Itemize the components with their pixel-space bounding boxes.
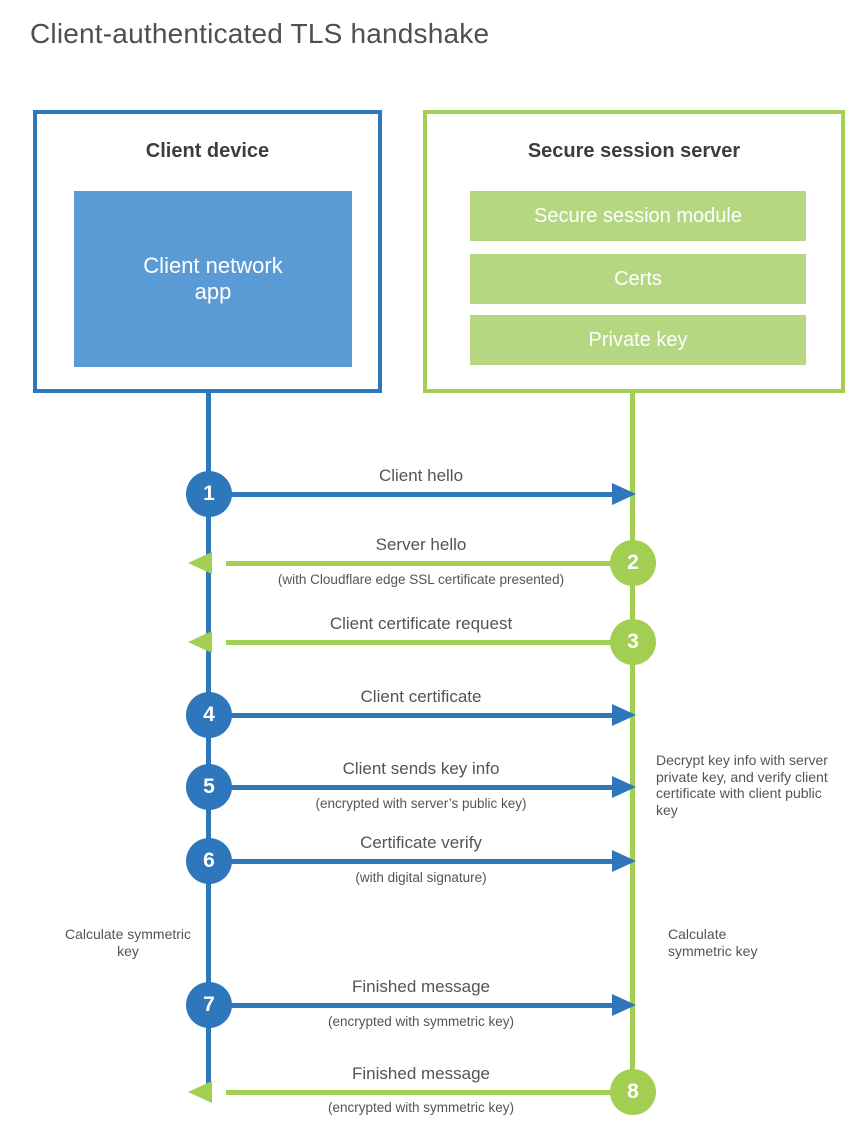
step-3-circle: 3 [610, 619, 656, 665]
client-network-app-label: Client network app [143, 253, 283, 304]
step-5-label: Client sends key info [342, 759, 500, 778]
step-2-sublabel: (with Cloudflare edge SSL certificate pr… [277, 572, 565, 587]
server-title: Secure session server [527, 140, 741, 162]
step-1-label: Client hello [378, 466, 464, 485]
step-8-arrow-line [226, 1090, 633, 1095]
step-8-circle: 8 [610, 1069, 656, 1115]
step-4-label: Client certificate [360, 687, 482, 706]
server-lifeline [630, 393, 635, 1092]
step-2-circle: 2 [610, 540, 656, 586]
client-lifeline [206, 393, 211, 1093]
server-module-certs: Certs [470, 254, 806, 304]
step-6-arrowhead-icon [612, 850, 636, 872]
step-7-sublabel: (encrypted with symmetric key) [327, 1014, 515, 1029]
step-7-arrowhead-icon [612, 994, 636, 1016]
step-5-circle: 5 [186, 764, 232, 810]
step-1-arrowhead-icon [612, 483, 636, 505]
step-3-arrowhead-icon [188, 631, 212, 653]
step-5-arrow-line [209, 785, 616, 790]
server-box: Secure session server Secure session mod… [423, 110, 845, 393]
step-1-circle: 1 [186, 471, 232, 517]
step-6-arrow-line [209, 859, 616, 864]
step-8-label: Finished message [352, 1064, 490, 1083]
step-7-circle: 7 [186, 982, 232, 1028]
step-6-sublabel: (with digital signature) [355, 870, 487, 885]
step-1-arrow-line [209, 492, 616, 497]
step-4-arrow-line [209, 713, 616, 718]
note-calculate-symmetric-key-client: Calculate symmetric key [64, 926, 192, 959]
step-8-arrowhead-icon [188, 1081, 212, 1103]
step-7-label: Finished message [352, 977, 490, 996]
step-3-label: Client certificate request [329, 614, 513, 633]
step-2-label: Server hello [375, 535, 467, 554]
step-2-arrowhead-icon [188, 552, 212, 574]
step-7-arrow-line [209, 1003, 616, 1008]
client-network-app-box: Client network app [74, 191, 352, 367]
client-device-title: Client device [145, 140, 270, 162]
page-title: Client-authenticated TLS handshake [30, 18, 490, 49]
step-6-label: Certificate verify [360, 833, 482, 852]
client-device-box: Client device Client network app [33, 110, 382, 393]
step-3-arrow-line [226, 640, 633, 645]
step-4-arrowhead-icon [612, 704, 636, 726]
step-5-arrowhead-icon [612, 776, 636, 798]
step-4-circle: 4 [186, 692, 232, 738]
step-5-sublabel: (encrypted with server’s public key) [315, 796, 527, 811]
server-module-secure-session: Secure session module [470, 191, 806, 241]
step-6-circle: 6 [186, 838, 232, 884]
note-decrypt-key-info: Decrypt key info with server private key… [656, 752, 828, 818]
step-2-arrow-line [226, 561, 633, 566]
note-calculate-symmetric-key-server: Calculate symmetric key [668, 926, 758, 959]
server-module-private-key: Private key [470, 315, 806, 365]
step-8-sublabel: (encrypted with symmetric key) [327, 1100, 515, 1115]
